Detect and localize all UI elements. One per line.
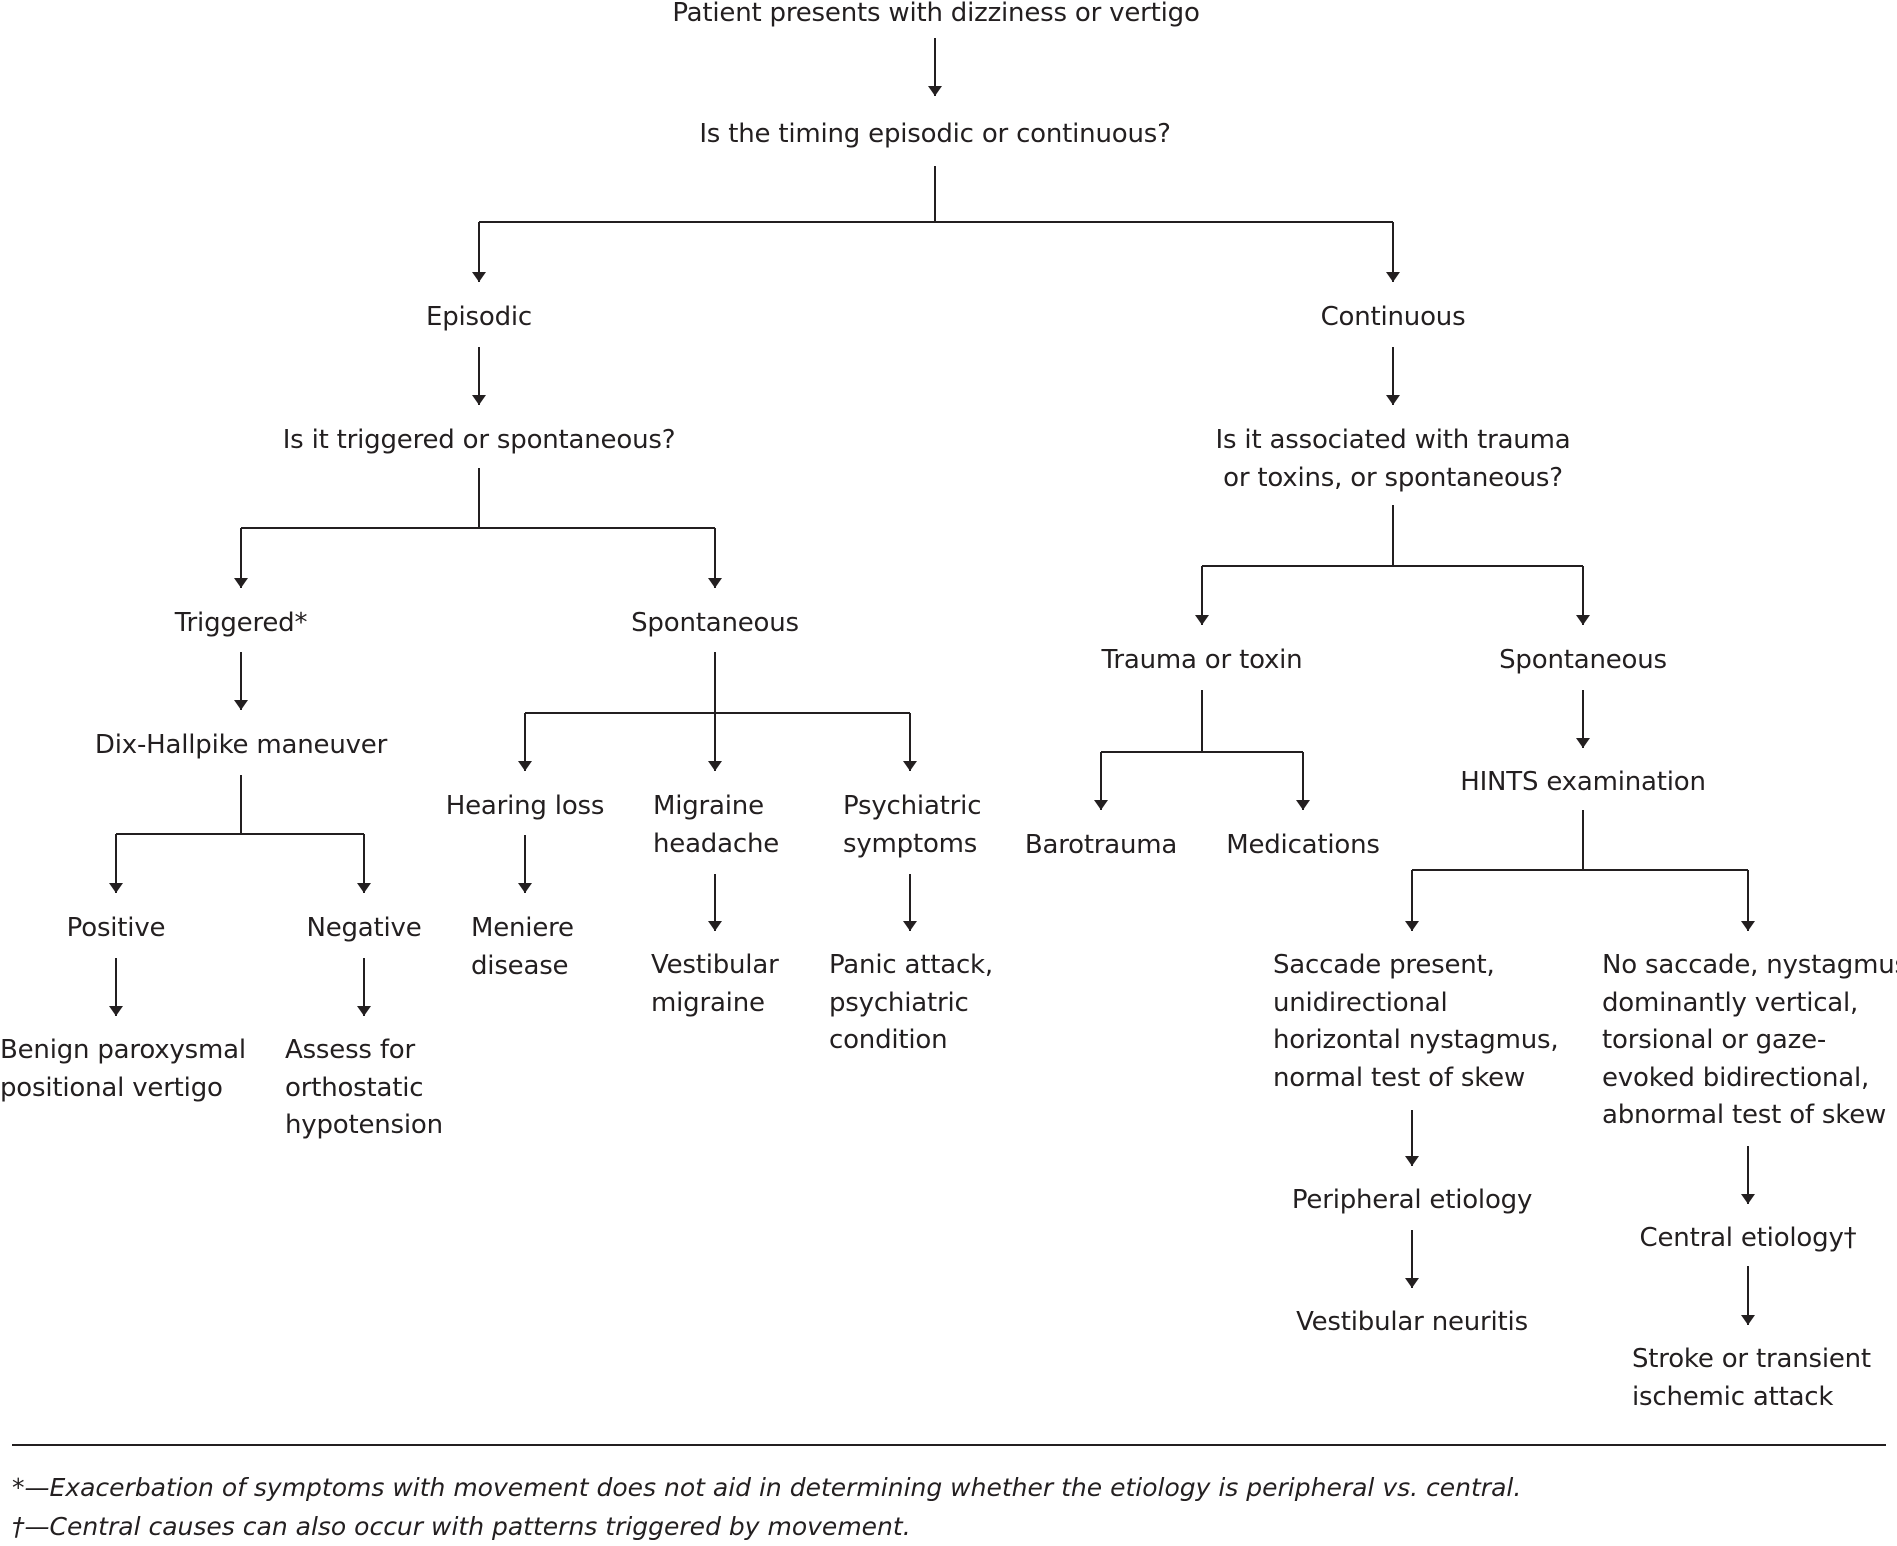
trauma-toxin-node: Trauma or toxin	[1101, 645, 1303, 675]
timing-question-node: Is the timing episodic or continuous?	[699, 119, 1171, 149]
stroke-tia-line-2: ischemic attack	[1632, 1381, 1834, 1412]
hearing-loss-node: Hearing loss	[445, 791, 605, 821]
migraine-headache-node: Migraine headache	[653, 788, 779, 863]
saccade-present-line-2: unidirectional	[1273, 987, 1448, 1018]
orthostatic-line-3: hypotension	[285, 1110, 443, 1140]
association-question-line-1: Is it associated with trauma	[1215, 425, 1571, 455]
start-node: Patient presents with dizziness or verti…	[672, 0, 1200, 28]
migraine-headache-line-2: headache	[653, 828, 780, 859]
bppv-line-1: Benign paroxysmal	[0, 1035, 246, 1065]
saccade-present-line-4: normal test of skew	[1273, 1062, 1526, 1093]
association-question-line-2: or toxins, or spontaneous?	[1223, 462, 1563, 493]
episodic-node: Episodic	[425, 302, 533, 332]
positive-node: Positive	[66, 913, 166, 943]
footnote-divider	[12, 1444, 1886, 1446]
saccade-present-node: Saccade present, unidirectional horizont…	[1273, 947, 1559, 1097]
bppv-node: Benign paroxysmal positional vertigo	[0, 1032, 246, 1107]
dix-hallpike-node: Dix-Hallpike maneuver	[94, 730, 388, 760]
peripheral-etiology-node: Peripheral etiology	[1291, 1185, 1533, 1215]
no-saccade-line-1: No saccade, nystagmus	[1602, 950, 1897, 980]
no-saccade-node: No saccade, nystagmus dominantly vertica…	[1602, 947, 1897, 1135]
association-question-node: Is it associated with trauma or toxins, …	[1216, 422, 1571, 497]
no-saccade-line-4: evoked bidirectional,	[1602, 1062, 1870, 1093]
orthostatic-line-1: Assess for	[285, 1035, 415, 1065]
continuous-node: Continuous	[1320, 302, 1466, 332]
orthostatic-line-2: orthostatic	[285, 1072, 424, 1103]
medications-node: Medications	[1226, 830, 1380, 860]
psychiatric-symptoms-line-1: Psychiatric	[843, 791, 982, 821]
spontaneous-continuous-node: Spontaneous	[1499, 645, 1667, 675]
vestibular-migraine-node: Vestibular migraine	[651, 947, 779, 1022]
psychiatric-symptoms-node: Psychiatric symptoms	[843, 788, 981, 863]
trigger-question-node: Is it triggered or spontaneous?	[282, 425, 676, 455]
triggered-node: Triggered*	[174, 608, 308, 638]
hints-examination-node: HINTS examination	[1460, 767, 1706, 797]
stroke-tia-line-1: Stroke or transient	[1632, 1344, 1871, 1374]
footnote-asterisk: *—Exacerbation of symptoms with movement…	[12, 1473, 1522, 1502]
panic-attack-line-2: psychiatric	[829, 987, 969, 1018]
negative-node: Negative	[306, 913, 422, 943]
vestibular-migraine-line-1: Vestibular	[651, 950, 779, 980]
barotrauma-node: Barotrauma	[1024, 830, 1178, 860]
footnote-dagger: †—Central causes can also occur with pat…	[12, 1512, 911, 1541]
saccade-present-line-3: horizontal nystagmus,	[1273, 1025, 1559, 1055]
vestibular-migraine-line-2: migraine	[651, 987, 765, 1018]
meniere-line-2: disease	[471, 950, 569, 981]
panic-attack-node: Panic attack, psychiatric condition	[829, 947, 993, 1060]
bppv-line-2: positional vertigo	[0, 1072, 223, 1103]
stroke-tia-node: Stroke or transient ischemic attack	[1632, 1341, 1871, 1416]
saccade-present-line-1: Saccade present,	[1273, 950, 1495, 980]
psychiatric-symptoms-line-2: symptoms	[843, 828, 978, 859]
orthostatic-node: Assess for orthostatic hypotension	[285, 1032, 443, 1145]
central-etiology-node: Central etiology†	[1639, 1223, 1857, 1253]
migraine-headache-line-1: Migraine	[653, 791, 764, 821]
vestibular-neuritis-node: Vestibular neuritis	[1296, 1307, 1528, 1337]
meniere-line-1: Meniere	[471, 913, 574, 943]
meniere-disease-node: Meniere disease	[471, 910, 574, 985]
panic-attack-line-1: Panic attack,	[829, 950, 993, 980]
spontaneous-episodic-node: Spontaneous	[631, 608, 799, 638]
panic-attack-line-3: condition	[829, 1025, 948, 1055]
no-saccade-line-5: abnormal test of skew	[1602, 1100, 1887, 1130]
no-saccade-line-2: dominantly vertical,	[1602, 987, 1859, 1018]
no-saccade-line-3: torsional or gaze-	[1602, 1025, 1827, 1055]
